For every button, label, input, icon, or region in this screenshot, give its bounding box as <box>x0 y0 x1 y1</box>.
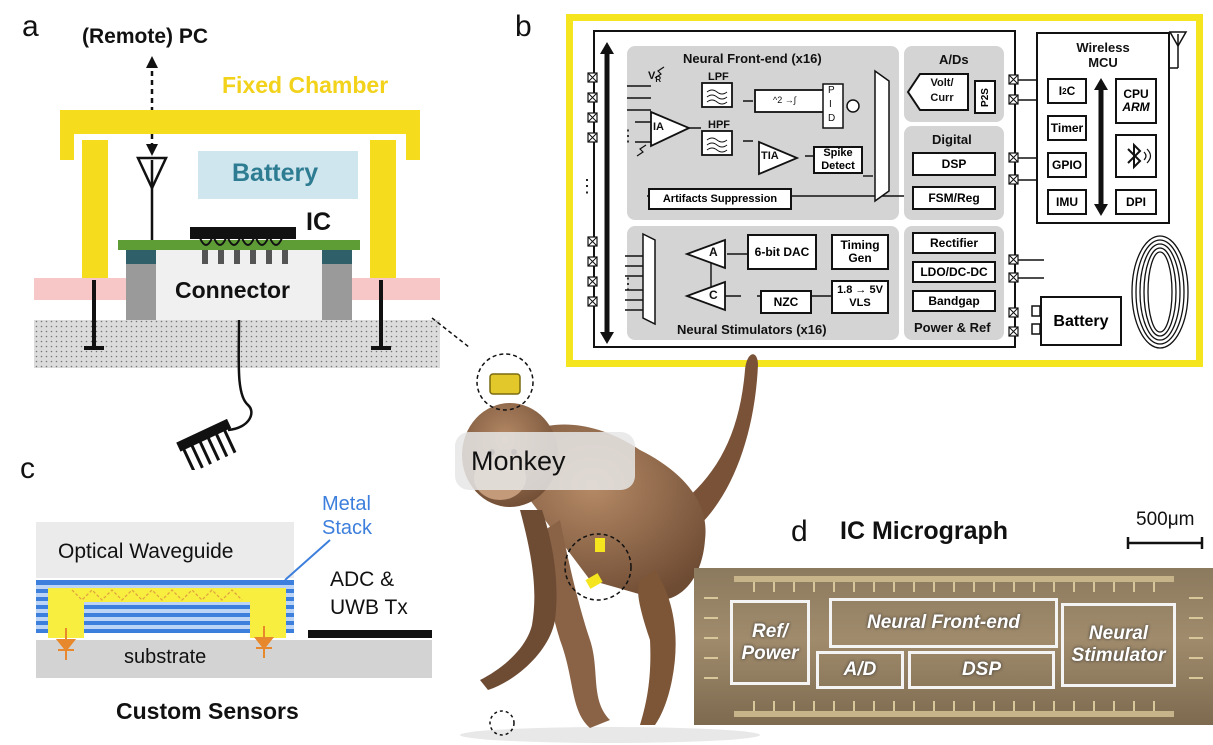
hpf-label: HPF <box>708 119 730 131</box>
adc-uwb-label: ADC & UWB Tx <box>330 568 408 619</box>
sensor-cross-section <box>36 522 432 678</box>
bluetooth-block <box>1115 134 1157 178</box>
fsm-block: FSM/Reg <box>912 186 996 210</box>
fixed-chamber-label: Fixed Chamber <box>222 72 389 98</box>
connector-label: Connector <box>175 277 290 303</box>
ic-boundary <box>593 30 1016 348</box>
bandgap-block: Bandgap <box>912 290 996 312</box>
cpu-label: CPU <box>1123 87 1149 101</box>
i2c-sup: 2 <box>1062 86 1067 96</box>
front-end-title: Neural Front-end (x16) <box>683 51 822 66</box>
vr-label: VR <box>648 70 661 84</box>
left-bus <box>587 42 614 344</box>
mcu-title: Wireless MCU <box>1076 40 1130 70</box>
dac-block: 6-bit DAC <box>747 234 817 270</box>
timer-block: Timer <box>1047 115 1087 141</box>
p2s-block: P2S <box>974 80 996 114</box>
waveguide-label: Optical Waveguide <box>58 540 234 563</box>
imu-block: IMU <box>1047 189 1087 215</box>
tia-label: TIA <box>761 150 779 162</box>
adcs-title: A/Ds <box>939 52 969 67</box>
vls-block: 1.8 → 5V VLS <box>831 280 889 314</box>
artifacts-block: Artifacts Suppression <box>648 188 792 210</box>
arm-label: ARM <box>1122 100 1150 114</box>
p2s-label: P2S <box>979 87 991 107</box>
dpi-block: DPI <box>1115 189 1157 215</box>
scale-label: 500μm <box>1136 509 1195 530</box>
dots-frontend: ⋮ <box>620 128 636 145</box>
ldo-block: LDO/DC-DC <box>912 261 996 283</box>
bluetooth-icon <box>1127 142 1152 170</box>
right-pads <box>1008 74 1044 337</box>
stim-c-label: C <box>709 288 718 302</box>
mcu-bus <box>1094 78 1108 216</box>
vr-text: V <box>648 70 656 82</box>
battery-label: Battery <box>232 159 319 187</box>
vr-sub: R <box>655 75 662 85</box>
battery-terminals <box>1031 305 1041 335</box>
stim-a-label: A <box>709 245 718 259</box>
cpu-block: CPU ARM <box>1115 78 1157 124</box>
dsp-block: DSP <box>912 152 996 176</box>
timing-block: Timing Gen <box>831 234 889 270</box>
digital-title: Digital <box>932 132 972 147</box>
power-title: Power & Ref <box>914 320 991 335</box>
battery-block <box>198 151 358 199</box>
front-end-block: Neural Front-end <box>829 598 1058 648</box>
dots-left: ⋮ <box>578 176 596 196</box>
energy-label: ^2 →∫ <box>773 95 797 105</box>
spike-detect-block: Spike Detect <box>813 146 863 174</box>
stimulator-block: Neural Stimulator <box>1061 603 1176 687</box>
implant-cross-section <box>34 56 470 470</box>
rectifier-block: Rectifier <box>912 232 996 254</box>
nzc-block: NZC <box>760 290 812 314</box>
mcu-antenna-icon <box>1168 31 1188 69</box>
lpf-label: LPF <box>708 71 729 83</box>
dsp-chip-block: DSP <box>908 651 1055 689</box>
remote-pc-label: (Remote) PC <box>82 25 209 48</box>
gpio-block: GPIO <box>1047 152 1087 178</box>
stim-title: Neural Stimulators (x16) <box>677 322 827 337</box>
panel-a-letter: a <box>22 10 39 43</box>
metal-stack-label: Metal Stack <box>322 493 373 539</box>
front-end-wiring <box>627 66 907 203</box>
custom-sensors-label: Custom Sensors <box>116 698 299 724</box>
scale-bar <box>1126 537 1204 549</box>
chip-pads <box>704 576 1203 717</box>
i2c-tail: C <box>1066 83 1076 98</box>
ic-label: IC <box>306 208 331 236</box>
monkey-label-bg <box>455 432 635 490</box>
ad-block: A/D <box>816 651 904 689</box>
monkey-label: Monkey <box>471 446 566 476</box>
ia-label: IA <box>653 121 664 133</box>
d-label: D <box>828 113 836 124</box>
volt-curr-label: Volt/ Curr <box>930 77 954 104</box>
micrograph-title: IC Micrograph <box>840 517 1009 545</box>
substrate-label: substrate <box>124 646 207 668</box>
panel-c-letter: c <box>20 452 35 485</box>
external-battery-block: Battery <box>1040 296 1122 346</box>
volt-curr-shape <box>906 73 969 111</box>
wireless-coil-icon <box>1131 235 1189 349</box>
panel-b-letter: b <box>515 10 532 43</box>
ref-power-block: Ref/ Power <box>730 600 810 685</box>
dots-stim: ⋮ <box>620 276 636 293</box>
i-label: I <box>829 99 832 110</box>
i2c-text: I <box>1058 83 1063 98</box>
panel-d-letter: d <box>791 515 808 548</box>
p-label: P <box>828 85 835 96</box>
